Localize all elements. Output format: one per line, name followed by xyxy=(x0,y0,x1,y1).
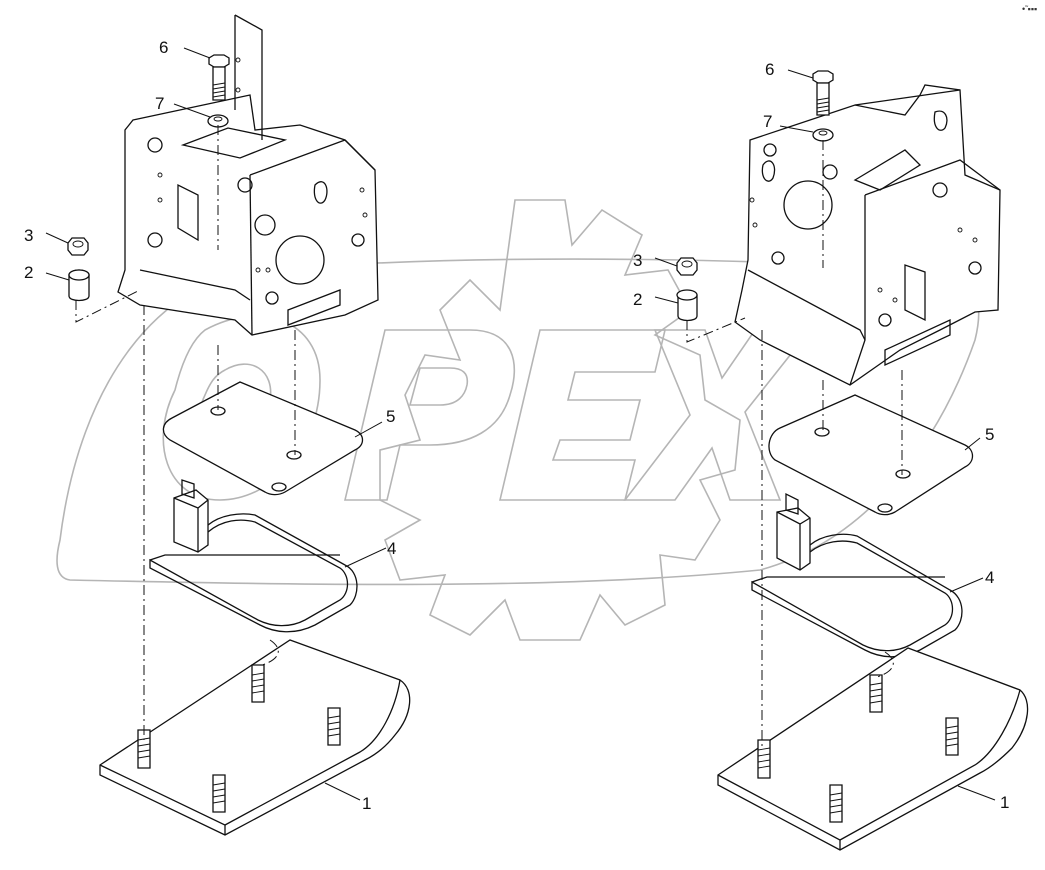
right-gearbox-housing xyxy=(734,84,1001,386)
watermark-letter-e xyxy=(498,329,667,501)
left-callout-2: 2 xyxy=(24,263,33,282)
left-center-lines xyxy=(75,125,296,740)
right-stud-4 xyxy=(829,784,843,823)
right-callout-6: 6 xyxy=(765,60,774,79)
right-center-lines xyxy=(686,140,903,748)
left-stud-4 xyxy=(212,774,226,813)
left-callout-3: 3 xyxy=(24,226,33,245)
left-spacer xyxy=(68,269,90,302)
right-bolt xyxy=(812,70,834,116)
left-gearbox-housing xyxy=(117,14,379,336)
right-spacer xyxy=(676,289,698,322)
left-callout-6: 6 xyxy=(159,38,168,57)
left-callout-4: 4 xyxy=(387,539,396,558)
corner-mark: •̃ ▪▪▪ xyxy=(1022,4,1037,14)
left-bolt xyxy=(208,54,230,101)
left-callout-7: 7 xyxy=(155,94,164,113)
right-callout-2: 2 xyxy=(633,290,642,309)
right-callout-7: 7 xyxy=(763,112,772,131)
right-washer xyxy=(812,128,834,142)
right-assembly: 6 7 3 2 5 4 1 xyxy=(633,60,1029,851)
right-base-plate xyxy=(717,647,1029,851)
left-stud-3 xyxy=(327,707,341,746)
left-gasket-plate xyxy=(162,381,364,496)
right-callout-3: 3 xyxy=(633,251,642,270)
right-callout-5: 5 xyxy=(985,425,994,444)
left-base-plate xyxy=(99,639,411,836)
left-seal-assembly xyxy=(149,479,358,633)
left-stud-1 xyxy=(137,729,151,769)
watermark-gear-outline xyxy=(379,199,741,641)
left-callout-5: 5 xyxy=(386,407,395,426)
left-callout-1: 1 xyxy=(362,794,371,813)
left-stud-2 xyxy=(251,664,265,703)
right-seal-assembly xyxy=(751,492,963,658)
right-callout-1: 1 xyxy=(1000,793,1009,812)
right-nut xyxy=(676,257,698,276)
right-gasket-plate xyxy=(768,394,974,516)
right-stud-2 xyxy=(869,674,883,713)
left-assembly: 6 7 3 2 5 4 1 xyxy=(24,14,411,836)
right-stud-3 xyxy=(945,717,959,756)
right-callout-4: 4 xyxy=(985,568,994,587)
right-stud-1 xyxy=(757,739,771,779)
watermark-letter-p xyxy=(343,329,516,501)
left-nut xyxy=(67,237,89,256)
